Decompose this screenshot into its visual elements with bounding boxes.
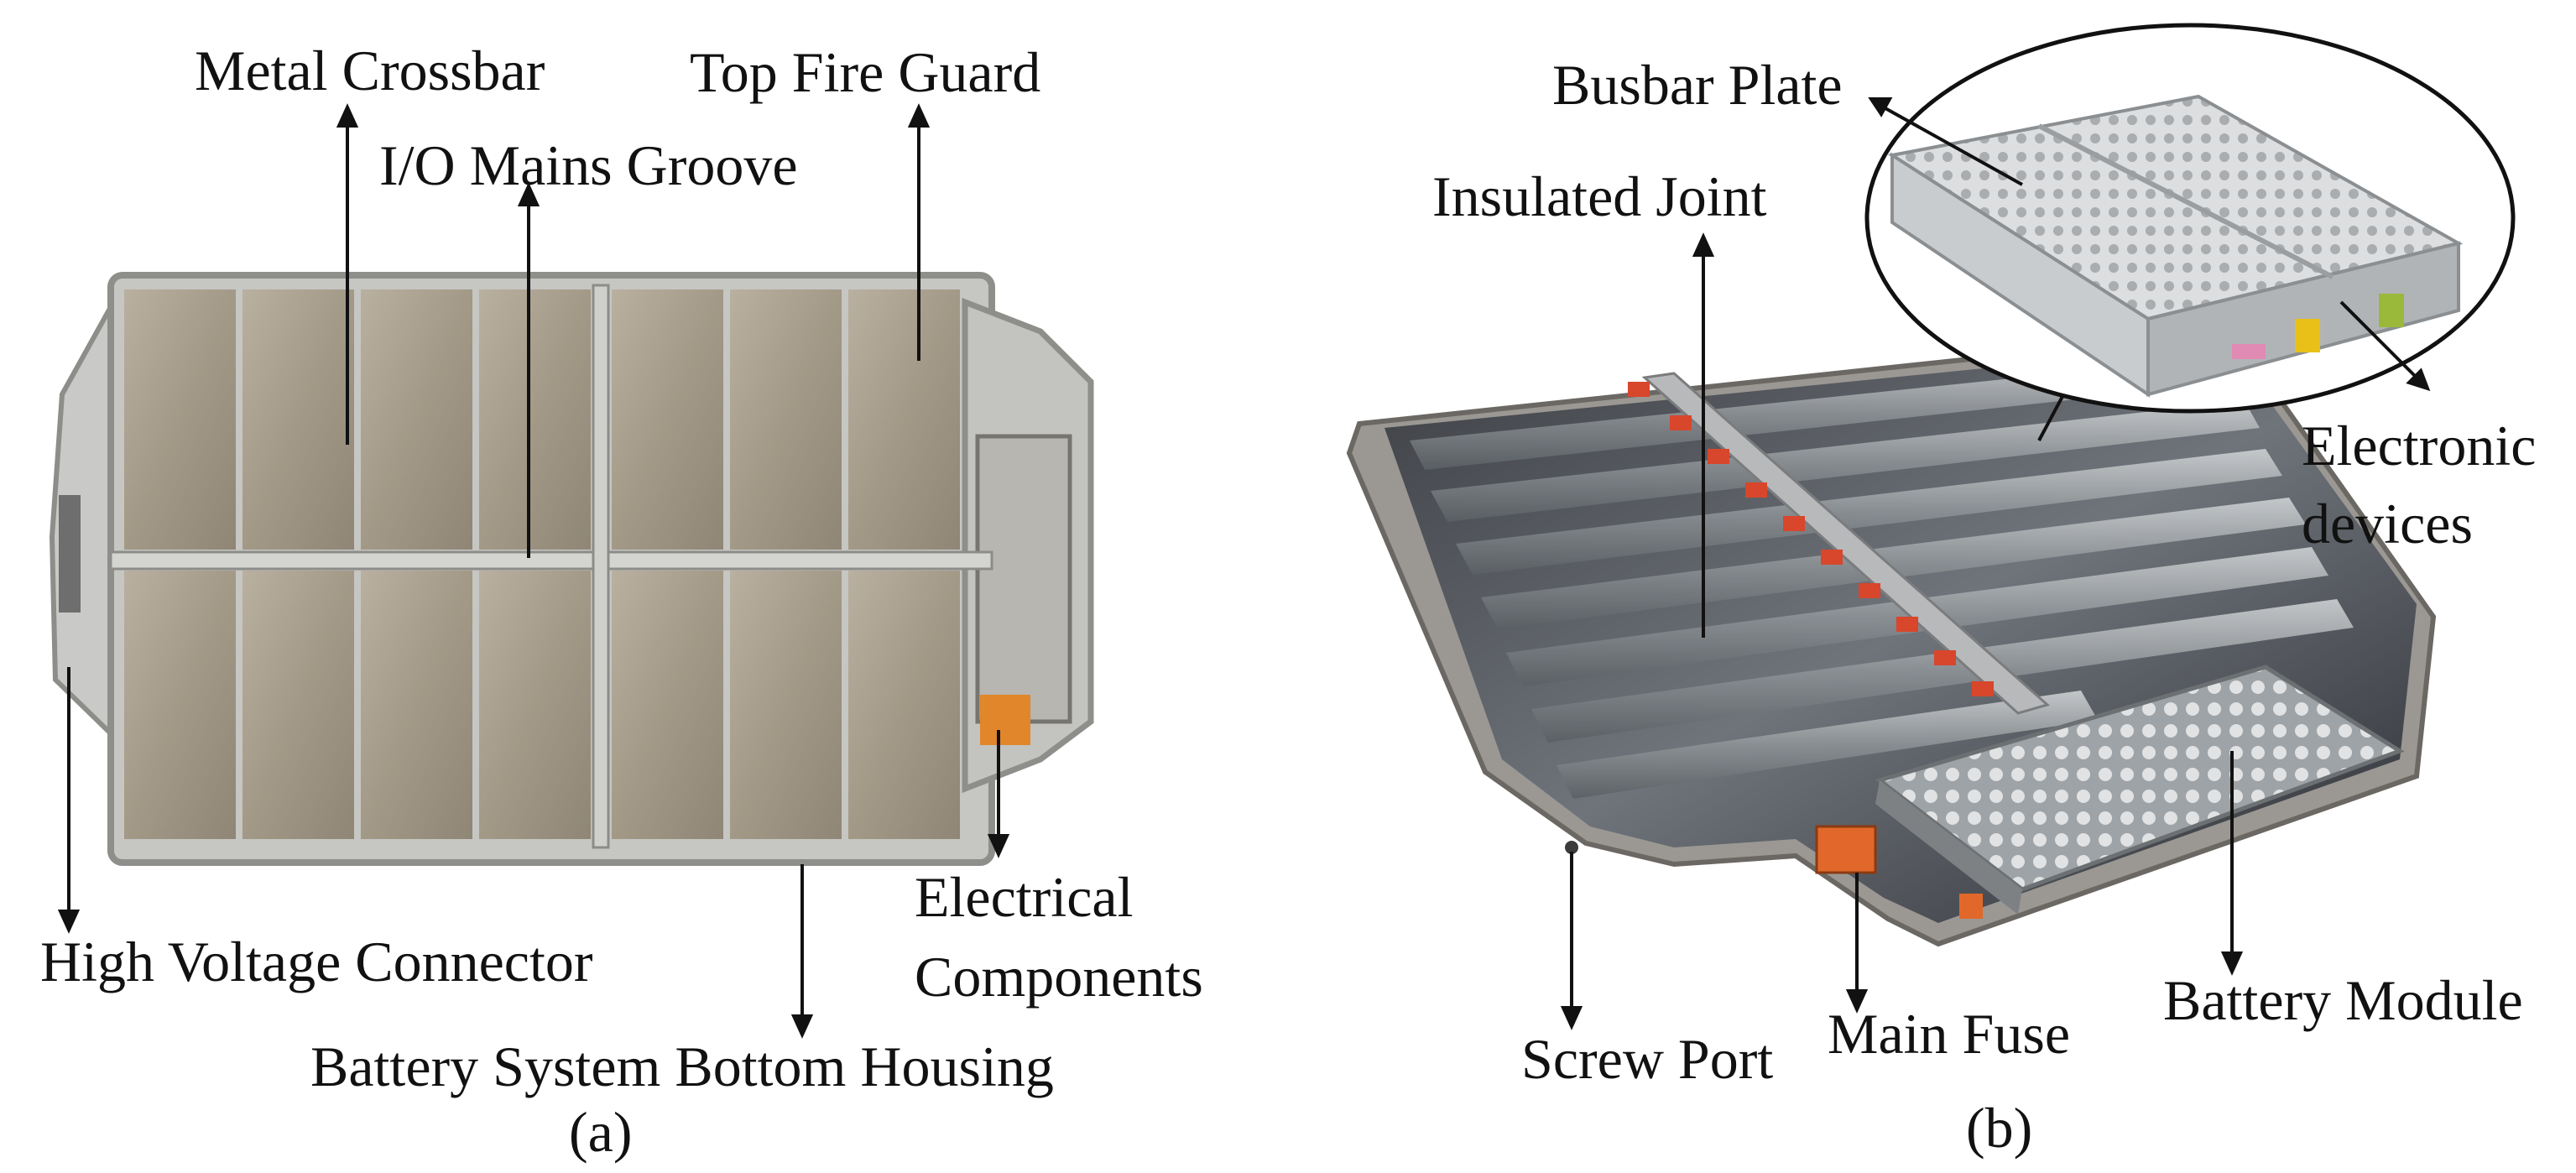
panel-b-photo — [1346, 328, 2437, 947]
label-main-fuse: Main Fuse — [1828, 1002, 2070, 1066]
screw-port-dot — [1565, 841, 1578, 854]
electrical-box — [975, 434, 1072, 724]
label-electrical-components-line2: Components — [915, 945, 1203, 1009]
label-io-mains-groove: I/O Mains Groove — [379, 133, 798, 197]
label-top-fire-guard: Top Fire Guard — [690, 40, 1041, 104]
caption-a: (a) — [569, 1100, 633, 1164]
label-electronic-devices-line2: devices — [2302, 492, 2473, 555]
panel-a-photo — [49, 272, 1094, 866]
main-fuse-block — [1815, 825, 1877, 874]
insulated-joint-strip — [1641, 372, 2051, 715]
electronic-device-yellow-1 — [2295, 319, 2320, 352]
label-high-voltage-connector: High Voltage Connector — [40, 930, 593, 993]
metal-crossbar-bar — [109, 550, 993, 571]
label-busbar-plate: Busbar Plate — [1552, 53, 1843, 117]
io-mains-groove-bar — [592, 284, 610, 849]
label-metal-crossbar: Metal Crossbar — [195, 39, 545, 102]
label-battery-system-bottom-housing: Battery System Bottom Housing — [310, 1035, 1054, 1098]
electronic-device-pink — [2232, 344, 2266, 359]
electrical-components-orange — [980, 695, 1030, 745]
label-screw-port: Screw Port — [1521, 1027, 1774, 1091]
caption-b: (b) — [1966, 1096, 2033, 1160]
label-electronic-devices-line1: Electronic — [2302, 414, 2537, 477]
module-side — [1875, 780, 2022, 915]
cell-rows — [1410, 357, 2354, 799]
joint-clips — [1628, 382, 1994, 696]
label-electrical-components-line1: Electrical — [915, 865, 1134, 929]
bottom-panel-row — [124, 571, 960, 839]
fuse-right-orange — [1959, 894, 1983, 919]
electronic-device-green — [2379, 294, 2404, 327]
hv-connector-block — [59, 495, 81, 613]
panel-a-arrows — [57, 103, 1010, 1039]
label-insulated-joint: Insulated Joint — [1432, 164, 1767, 228]
top-panel-row — [124, 289, 960, 550]
panel-b-arrows — [1560, 97, 2431, 1030]
label-battery-module: Battery Module — [2163, 968, 2523, 1032]
